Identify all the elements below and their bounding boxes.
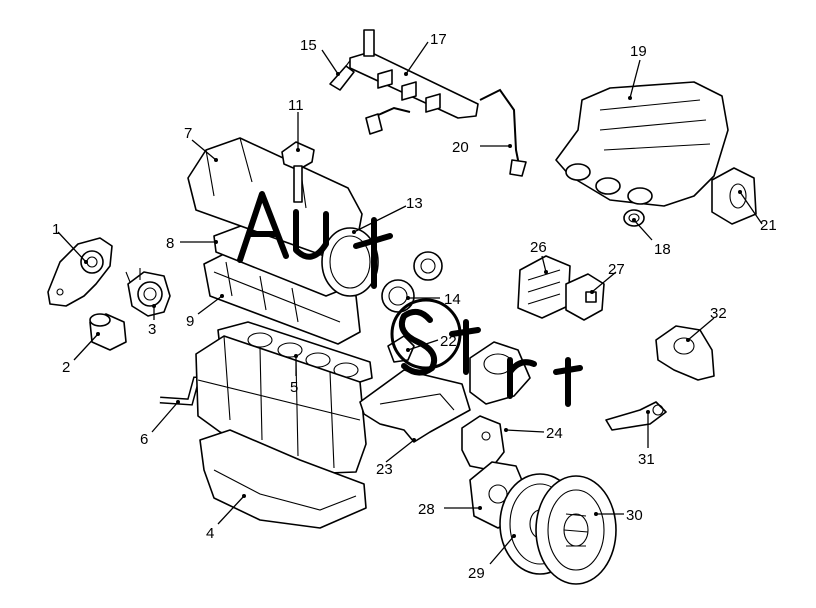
label-13: 13 — [406, 195, 423, 212]
part-20-sensor-wire — [365, 88, 527, 177]
part-14-timing-pulley — [381, 251, 443, 313]
part-27-ignition-coil — [565, 273, 605, 321]
part-3-water-pump — [125, 268, 171, 317]
part-17-fuel-rail — [349, 29, 479, 119]
label-27: 27 — [608, 261, 625, 278]
engine-mount — [469, 341, 531, 405]
label-20: 20 — [452, 139, 469, 156]
label-7: 7 — [184, 125, 192, 142]
part-11-breather — [281, 141, 315, 203]
label-8: 8 — [166, 235, 174, 252]
label-17: 17 — [430, 31, 447, 48]
label-5: 5 — [290, 379, 298, 396]
part-24-bracket — [461, 415, 505, 471]
label-4: 4 — [206, 525, 214, 542]
part-19-intake-manifold — [555, 81, 729, 207]
part-31-lever — [605, 401, 667, 431]
part-4-oil-sump — [199, 429, 367, 529]
label-15: 15 — [300, 37, 317, 54]
part-30-pressure-plate — [535, 475, 617, 585]
part-2-thermostat-housing — [89, 313, 127, 351]
part-26-module-plate — [517, 255, 571, 319]
label-29: 29 — [468, 565, 485, 582]
label-31: 31 — [638, 451, 655, 468]
label-32: 32 — [710, 305, 727, 322]
part-21-throttle-body — [711, 167, 757, 225]
label-18: 18 — [654, 241, 671, 258]
watermark — [237, 191, 583, 407]
label-6: 6 — [140, 431, 148, 448]
part-13-gasket-ring — [321, 227, 379, 297]
label-21: 21 — [760, 217, 777, 234]
label-14: 14 — [444, 291, 461, 308]
label-23: 23 — [376, 461, 393, 478]
label-9: 9 — [186, 313, 194, 330]
part-7-rocker-cover — [187, 137, 363, 259]
label-26: 26 — [530, 239, 547, 256]
label-24: 24 — [546, 425, 563, 442]
callout-labels: 1 2 3 4 5 6 7 8 9 11 13 14 15 17 18 19 2… — [52, 31, 777, 582]
label-3: 3 — [148, 321, 156, 338]
label-11: 11 — [288, 97, 304, 114]
label-1: 1 — [52, 221, 60, 238]
part-1-timing-bracket — [47, 237, 113, 307]
label-19: 19 — [630, 43, 647, 60]
label-30: 30 — [626, 507, 643, 524]
part-23-mount-bracket — [359, 369, 471, 443]
label-22: 22 — [440, 333, 457, 350]
label-2: 2 — [62, 359, 70, 376]
leader-lines — [57, 41, 763, 565]
label-28: 28 — [418, 501, 435, 518]
part-32-sensor — [655, 325, 715, 381]
